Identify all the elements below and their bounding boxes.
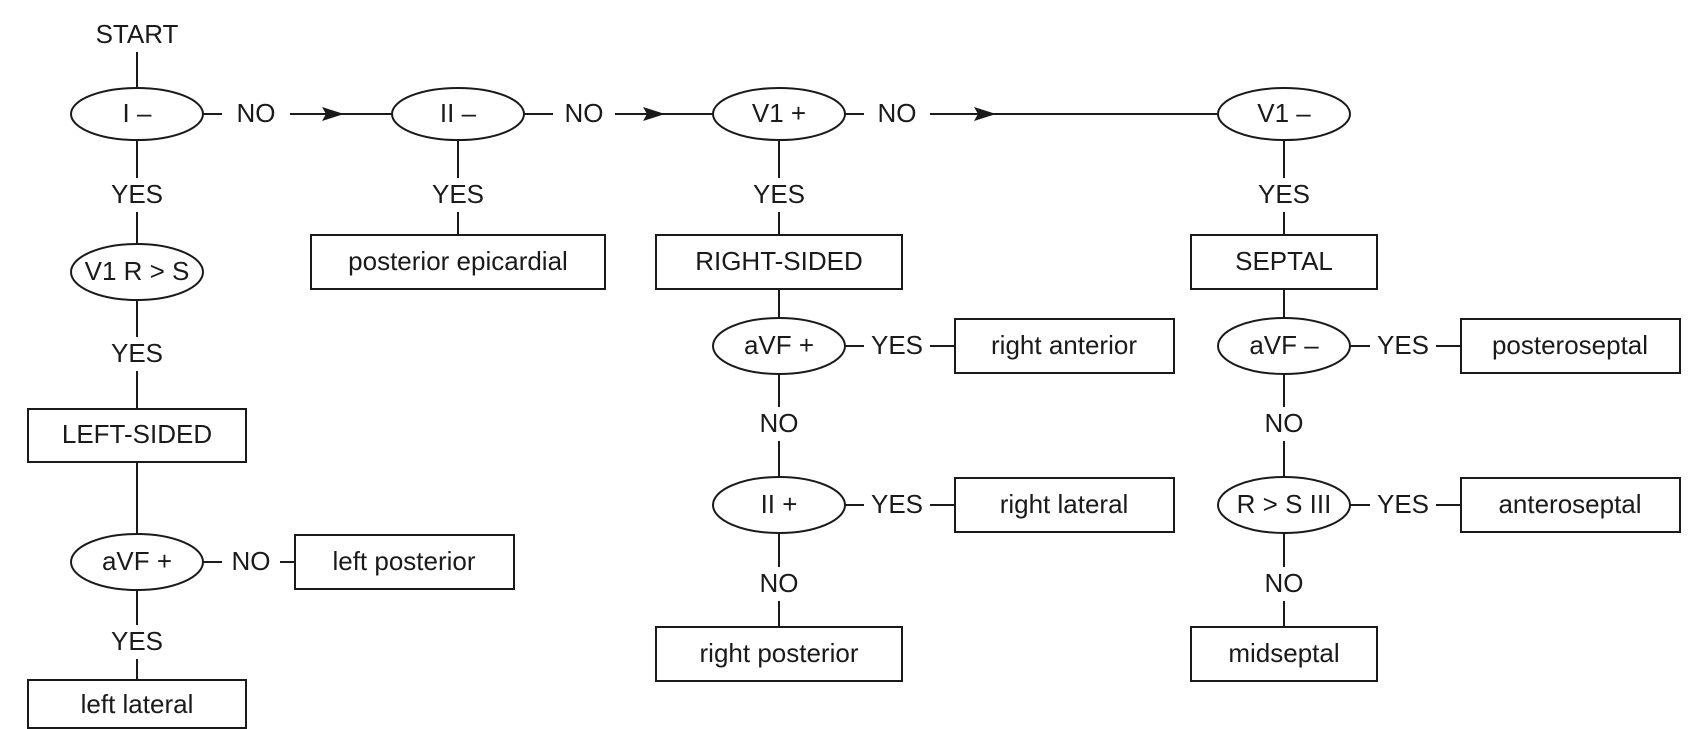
yes-label: YES <box>111 338 163 368</box>
box-label: midseptal <box>1228 638 1339 668</box>
decision-node-i-negative: I – <box>70 87 204 141</box>
yes-label: YES <box>432 179 484 209</box>
start-label: START <box>96 19 179 49</box>
decision-node-v1-negative: V1 – <box>1217 87 1351 141</box>
box-right-anterior: right anterior <box>954 318 1175 374</box>
arrowhead <box>974 107 996 121</box>
decision-label: II + <box>761 489 798 519</box>
yes-label: YES <box>1258 179 1310 209</box>
box-label: posterior epicardial <box>348 246 568 276</box>
box-label: left lateral <box>81 689 194 719</box>
no-label: NO <box>760 568 799 598</box>
box-posterior-epicardial: posterior epicardial <box>310 234 606 290</box>
decision-node-avf-positive-left: aVF + <box>70 533 204 591</box>
decision-label: V1 – <box>1257 98 1311 128</box>
yes-label: YES <box>111 626 163 656</box>
no-labels: NO NO NO NO NO NO NO NO <box>232 98 1304 598</box>
decision-label: aVF + <box>744 330 814 360</box>
yes-label: YES <box>871 330 923 360</box>
box-label: SEPTAL <box>1235 246 1333 276</box>
box-left-sided: LEFT-SIDED <box>27 408 247 463</box>
decision-node-v1-positive: V1 + <box>712 87 846 141</box>
decision-label: V1 R > S <box>85 256 190 286</box>
yes-label: YES <box>1377 489 1429 519</box>
yes-label: YES <box>111 179 163 209</box>
yes-label: YES <box>1377 330 1429 360</box>
no-label: NO <box>1265 568 1304 598</box>
yes-labels: YES YES YES YES YES YES YES YES YES YES <box>111 179 1429 656</box>
decision-label: aVF + <box>102 546 172 576</box>
yes-label: YES <box>753 179 805 209</box>
box-label: right lateral <box>1000 489 1129 519</box>
decision-node-v1-r-gt-s: V1 R > S <box>70 243 204 301</box>
decision-label: V1 + <box>752 98 806 128</box>
decision-label: aVF – <box>1249 330 1319 360</box>
decision-node-avf-negative: aVF – <box>1217 317 1351 375</box>
box-label: left posterior <box>332 546 475 576</box>
box-left-posterior: left posterior <box>294 534 515 590</box>
no-label: NO <box>878 98 917 128</box>
box-label: anteroseptal <box>1498 489 1641 519</box>
decision-label: R > S III <box>1237 489 1332 519</box>
box-anteroseptal: anteroseptal <box>1460 477 1681 533</box>
no-label: NO <box>237 98 276 128</box>
no-label: NO <box>760 408 799 438</box>
box-label: posteroseptal <box>1492 330 1648 360</box>
box-posteroseptal: posteroseptal <box>1460 318 1681 374</box>
decision-label: II – <box>440 98 477 128</box>
arrowheads <box>322 107 996 121</box>
decision-node-avf-positive-right: aVF + <box>712 317 846 375</box>
arrowhead <box>643 107 665 121</box>
yes-label: YES <box>871 489 923 519</box>
arrowhead <box>322 107 344 121</box>
box-label: right posterior <box>700 638 859 668</box>
box-septal: SEPTAL <box>1190 234 1378 290</box>
decision-node-r-gt-s-iii: R > S III <box>1217 476 1351 534</box>
no-label: NO <box>565 98 604 128</box>
decision-node-ii-positive: II + <box>712 476 846 534</box>
box-left-lateral: left lateral <box>27 679 247 729</box>
no-label: NO <box>232 546 271 576</box>
decision-label: I – <box>123 98 152 128</box>
box-right-sided: RIGHT-SIDED <box>655 234 903 290</box>
box-label: right anterior <box>991 330 1137 360</box>
box-label: RIGHT-SIDED <box>695 246 863 276</box>
box-midseptal: midseptal <box>1190 626 1378 682</box>
box-label: LEFT-SIDED <box>62 419 212 449</box>
decision-node-ii-negative: II – <box>391 87 525 141</box>
box-right-lateral: right lateral <box>954 477 1175 533</box>
no-label: NO <box>1265 408 1304 438</box>
box-right-posterior: right posterior <box>655 626 903 682</box>
